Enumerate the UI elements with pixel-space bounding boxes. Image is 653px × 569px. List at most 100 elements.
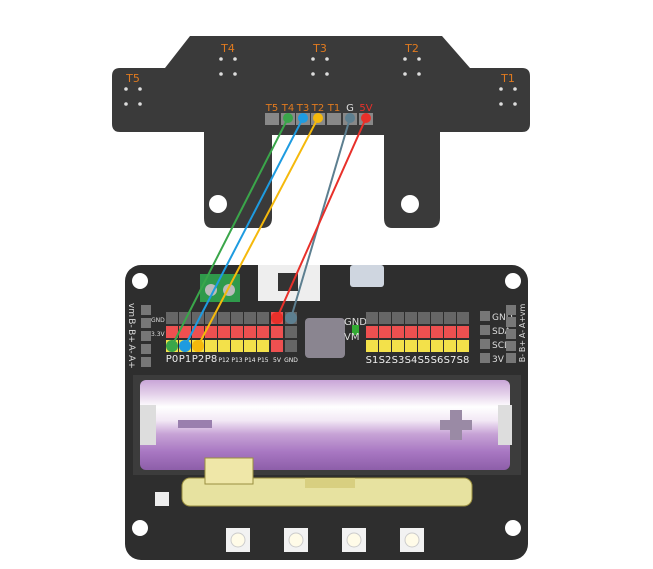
servo-label-s1: S1 — [366, 355, 379, 366]
row-label: 3.3V — [151, 331, 166, 338]
pin-p13 — [231, 312, 243, 324]
header-pin — [265, 113, 279, 125]
edge-label: A+ — [518, 316, 527, 328]
sensor-pad — [417, 57, 421, 61]
pin-p15 — [257, 326, 269, 338]
sensor-pad — [311, 72, 315, 76]
mounting-hole — [401, 195, 419, 213]
port-label-p12: P12 — [218, 357, 229, 364]
side-pin — [506, 341, 516, 351]
side-pin — [506, 329, 516, 339]
sensor-pad — [124, 102, 128, 106]
header-label-5v: 5V — [359, 103, 372, 114]
reset-button[interactable] — [155, 492, 169, 506]
sensor-label-t2: T2 — [404, 42, 419, 55]
port-label-p2: P2 — [192, 354, 204, 365]
sensor-pad — [325, 57, 329, 61]
wire-end — [285, 312, 297, 324]
servo-pin — [405, 340, 417, 352]
servo-pin — [431, 312, 443, 324]
servo-pin — [444, 312, 456, 324]
side-pin — [480, 339, 490, 349]
port-label-p13: P13 — [231, 357, 242, 364]
side-label-gnd: GND — [492, 313, 513, 323]
chip-label: VM — [344, 332, 359, 343]
power-pin — [271, 326, 283, 338]
sensor-pad — [219, 57, 223, 61]
sensor-label-t5: T5 — [125, 72, 140, 85]
wire-end — [345, 113, 355, 123]
pin-p13 — [231, 326, 243, 338]
side-pin — [506, 317, 516, 327]
sensor-label-t3: T3 — [312, 42, 327, 55]
edge-label: B+ — [518, 340, 527, 352]
sensor-pad — [513, 102, 517, 106]
header-label-t4: T4 — [281, 103, 294, 114]
sensor-pad — [233, 72, 237, 76]
battery-plus-icon — [440, 410, 472, 440]
power-pin — [285, 340, 297, 352]
servo-pin — [444, 326, 456, 338]
wire-5v-to-5v — [276, 117, 367, 319]
wires — [166, 113, 371, 352]
side-pin — [506, 305, 516, 315]
port-label-p1: P1 — [179, 354, 191, 365]
sensor-pad — [138, 87, 142, 91]
servo-pin — [457, 326, 469, 338]
servo-pin — [418, 326, 430, 338]
sensor-pad — [513, 87, 517, 91]
wire-end — [271, 312, 283, 324]
sensor-pad — [138, 102, 142, 106]
servo-label-s6: S6 — [431, 355, 444, 366]
port-label-p0: P0 — [166, 354, 178, 365]
header-label-t1: T1 — [327, 103, 340, 114]
pin-p0 — [166, 312, 178, 324]
port-label-p8: P8 — [205, 354, 217, 365]
pin-p0 — [166, 326, 178, 338]
side-pin — [480, 325, 490, 335]
side-label: B- — [126, 318, 136, 327]
wire-t2-to-p2 — [197, 117, 319, 347]
side-label-sda: SDA — [492, 327, 511, 337]
servo-pin — [379, 340, 391, 352]
edge-label: A- — [518, 330, 527, 338]
side-pin — [141, 305, 151, 315]
wire-end — [283, 113, 293, 123]
sensor-pad — [403, 72, 407, 76]
header-pin — [327, 113, 341, 125]
side-pin — [480, 311, 490, 321]
side-label-3v: 3V — [492, 355, 505, 365]
sensor-label-t1: T1 — [500, 72, 515, 85]
sensor-pad — [499, 87, 503, 91]
pin-p8 — [205, 340, 217, 352]
servo-pin — [405, 326, 417, 338]
chip-label: GND — [344, 317, 367, 328]
servo-pin — [392, 340, 404, 352]
usb-port — [350, 265, 384, 287]
header-label-t2: T2 — [311, 103, 324, 114]
servo-pin — [444, 340, 456, 352]
port-label-p15: P15 — [257, 357, 268, 364]
servo-pin — [366, 312, 378, 324]
pin-p12 — [218, 312, 230, 324]
chip — [305, 318, 345, 358]
side-pin — [141, 331, 151, 341]
pin-p2 — [192, 326, 204, 338]
sensor-pad — [233, 57, 237, 61]
sensor-label-t4: T4 — [220, 42, 235, 55]
servo-pin — [405, 312, 417, 324]
side-label-scl: SCL — [492, 341, 509, 351]
pin-p12 — [218, 340, 230, 352]
edge-label: vm — [518, 304, 527, 317]
header-label-t5: T5 — [265, 103, 278, 114]
power-label: GND — [284, 357, 298, 364]
pin-p14 — [244, 340, 256, 352]
wire-end — [313, 113, 323, 123]
wire-end — [192, 340, 204, 352]
pin-p14 — [244, 312, 256, 324]
servo-pin — [418, 340, 430, 352]
mounting-hole — [209, 195, 227, 213]
power-pin — [271, 340, 283, 352]
sensor-pad — [124, 87, 128, 91]
